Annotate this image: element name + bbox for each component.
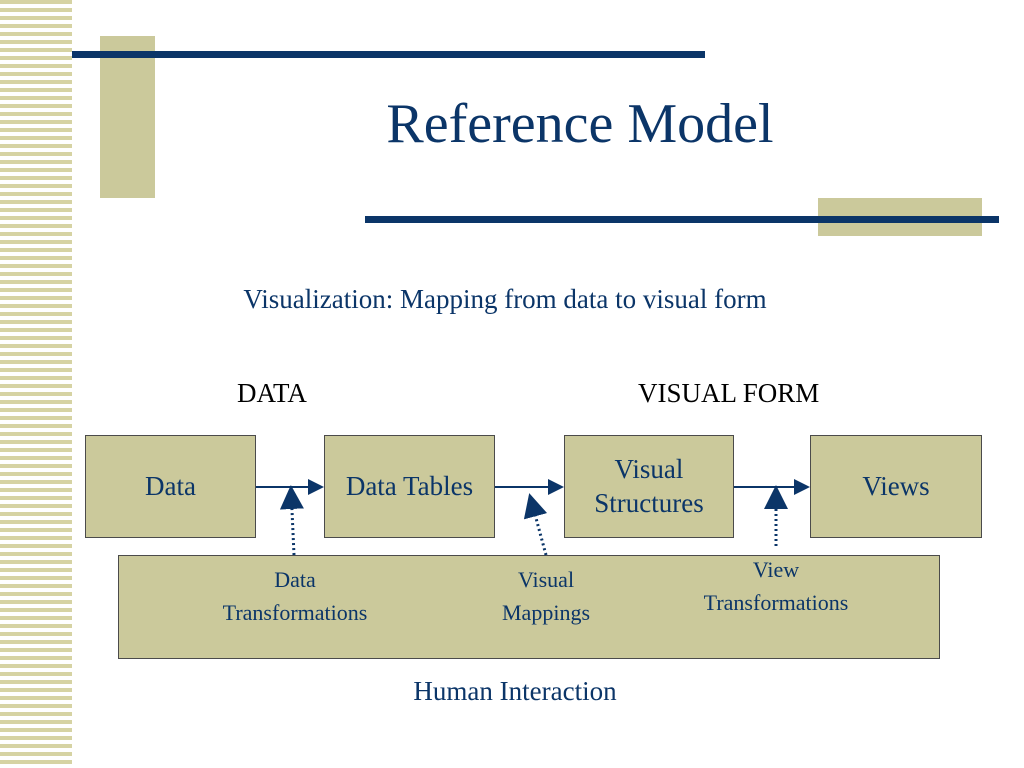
page-title: Reference Model bbox=[386, 93, 774, 155]
top-rule bbox=[72, 51, 705, 58]
bottom-rule bbox=[365, 216, 999, 223]
subtitle: Visualization: Mapping from data to visu… bbox=[243, 284, 767, 314]
accent-square-top bbox=[100, 36, 155, 198]
views-box: Views bbox=[810, 435, 982, 538]
decorative-stripes bbox=[0, 0, 72, 768]
visual-mappings-label: Visual Mappings bbox=[502, 567, 590, 625]
human-interaction-caption: Human Interaction bbox=[413, 676, 617, 706]
data-box: Data bbox=[85, 435, 256, 538]
visual-form-section-label: VISUAL FORM bbox=[638, 378, 820, 408]
data-section-label: DATA bbox=[237, 378, 307, 408]
visual-structures-box-label: Visual Structures bbox=[594, 453, 704, 518]
visual-structures-box: Visual Structures bbox=[564, 435, 734, 538]
views-box-label: Views bbox=[862, 470, 930, 501]
human-interaction-box bbox=[118, 555, 940, 659]
dotted-arrow-visual-mappings bbox=[523, 493, 548, 556]
data-box-label: Data bbox=[145, 470, 196, 501]
data-tables-box-label: Data Tables bbox=[345, 470, 474, 501]
dotted-arrow-data-transformations bbox=[279, 485, 304, 556]
view-transformations-label: View Transformations bbox=[703, 557, 849, 615]
data-transformations-label: Data Transformations bbox=[222, 567, 368, 625]
data-tables-box: Data Tables bbox=[324, 435, 495, 538]
